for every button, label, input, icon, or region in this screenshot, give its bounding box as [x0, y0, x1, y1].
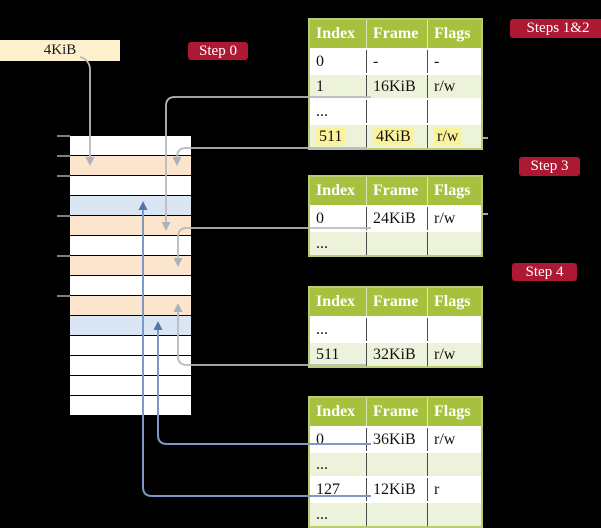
cell-frame	[367, 503, 428, 526]
col-header-frame: Frame	[367, 288, 428, 316]
cell-frame	[367, 453, 428, 476]
col-header-flags: Flags	[434, 403, 471, 420]
cell-index: 0	[310, 428, 367, 451]
frame-size-label: 4KiB	[43, 42, 77, 58]
memory-row-white	[70, 276, 191, 296]
highlighted-value: r/w	[434, 127, 462, 146]
memory-tick	[57, 255, 70, 257]
table-header-row: Index Frame Flags	[310, 288, 481, 316]
cell-flags	[428, 453, 481, 476]
table-header-row: Index Frame Flags	[310, 20, 481, 48]
highlighted-value: 511	[316, 127, 346, 146]
cell-frame: 4KiB	[367, 125, 428, 148]
col-header-frame: Frame	[367, 20, 428, 48]
page-table-4: Index Frame Flags 0 36KiB r/w ... 127 12…	[308, 396, 483, 528]
col-header-index: Index	[310, 398, 367, 426]
cell-flags	[428, 318, 481, 341]
cell-flags: r/w	[434, 77, 456, 95]
cell-index: ...	[310, 100, 367, 123]
cell-index: ...	[310, 453, 367, 476]
cell-index: 127	[310, 478, 367, 501]
table-header-row: Index Frame Flags	[310, 177, 481, 205]
cell-frame: 16KiB	[367, 75, 428, 98]
table-row: ...	[310, 316, 481, 341]
memory-tick	[57, 215, 70, 217]
memory-tick	[57, 155, 70, 157]
cell-flags	[428, 100, 481, 123]
cell-index: ...	[310, 232, 367, 255]
cell-frame: -	[367, 50, 428, 73]
col-header-index: Index	[310, 177, 367, 205]
memory-tick	[57, 295, 70, 297]
col-header-index: Index	[310, 20, 367, 48]
memory-row-white	[70, 356, 191, 376]
memory-row-white	[70, 136, 191, 156]
cell-flags: r/w	[434, 209, 456, 227]
cell-flags	[428, 503, 481, 526]
cell-index: 1	[310, 75, 367, 98]
step-3-label: Step 3	[519, 157, 580, 176]
memory-tick	[57, 135, 70, 137]
table-row: 511 32KiB r/w	[310, 341, 481, 366]
table-row-highlighted: 511 4KiB r/w	[310, 123, 481, 148]
memory-row-white	[70, 376, 191, 396]
table-row: 0 - -	[310, 48, 481, 73]
steps-1-2-label: Steps 1&2	[510, 19, 601, 38]
table-row: 0 24KiB r/w	[310, 205, 481, 230]
frame-size-box: 4KiB	[0, 40, 120, 61]
memory-row-orange	[70, 296, 191, 316]
col-header-index: Index	[310, 288, 367, 316]
memory-row-white	[70, 336, 191, 356]
cell-flags: r	[434, 480, 440, 498]
cell-frame: 12KiB	[367, 478, 428, 501]
memory-row-blue	[70, 196, 191, 216]
table-row: 127 12KiB r	[310, 476, 481, 501]
col-header-flags: Flags	[434, 293, 471, 310]
highlighted-value: 4KiB	[373, 127, 414, 146]
memory-row-orange	[70, 256, 191, 276]
memory-row-orange	[70, 156, 191, 176]
cell-index: ...	[310, 318, 367, 341]
cell-index: 511	[310, 343, 367, 366]
memory-row-blue	[70, 316, 191, 336]
cell-flags: r/w	[434, 345, 456, 363]
table-row: ...	[310, 230, 481, 255]
cell-flags: r/w	[434, 430, 456, 448]
cell-flags: r/w	[428, 125, 481, 148]
page-table-1: Index Frame Flags 0 - - 1 16KiB r/w ... …	[308, 18, 483, 150]
memory-row-white	[70, 396, 191, 416]
cell-index: 0	[310, 50, 367, 73]
table-row: ...	[310, 98, 481, 123]
table-header-row: Index Frame Flags	[310, 398, 481, 426]
memory-row-white	[70, 176, 191, 196]
memory-row-orange	[70, 216, 191, 236]
table-row: 0 36KiB r/w	[310, 426, 481, 451]
cell-flags: -	[434, 52, 440, 70]
cell-frame: 32KiB	[367, 343, 428, 366]
col-header-frame: Frame	[367, 398, 428, 426]
table-row: ...	[310, 501, 481, 526]
page-table-2: Index Frame Flags 0 24KiB r/w ...	[308, 175, 483, 257]
cell-frame: 24KiB	[367, 207, 428, 230]
cell-frame	[367, 100, 428, 123]
step-4-label: Step 4	[512, 263, 577, 281]
table-row: 1 16KiB r/w	[310, 73, 481, 98]
cell-index: 511	[310, 125, 367, 148]
memory-tick	[57, 175, 70, 177]
cell-flags	[428, 232, 481, 255]
step-0-label: Step 0	[188, 42, 248, 60]
page-table-3: Index Frame Flags ... 511 32KiB r/w	[308, 286, 483, 368]
cell-index: ...	[310, 503, 367, 526]
cell-frame	[367, 232, 428, 255]
memory-column	[70, 136, 191, 416]
col-header-frame: Frame	[367, 177, 428, 205]
cell-frame	[367, 318, 428, 341]
memory-row-white	[70, 236, 191, 256]
col-header-flags: Flags	[434, 25, 471, 42]
cell-frame: 36KiB	[367, 428, 428, 451]
cell-index: 0	[310, 207, 367, 230]
col-header-flags: Flags	[434, 182, 471, 199]
table-row: ...	[310, 451, 481, 476]
